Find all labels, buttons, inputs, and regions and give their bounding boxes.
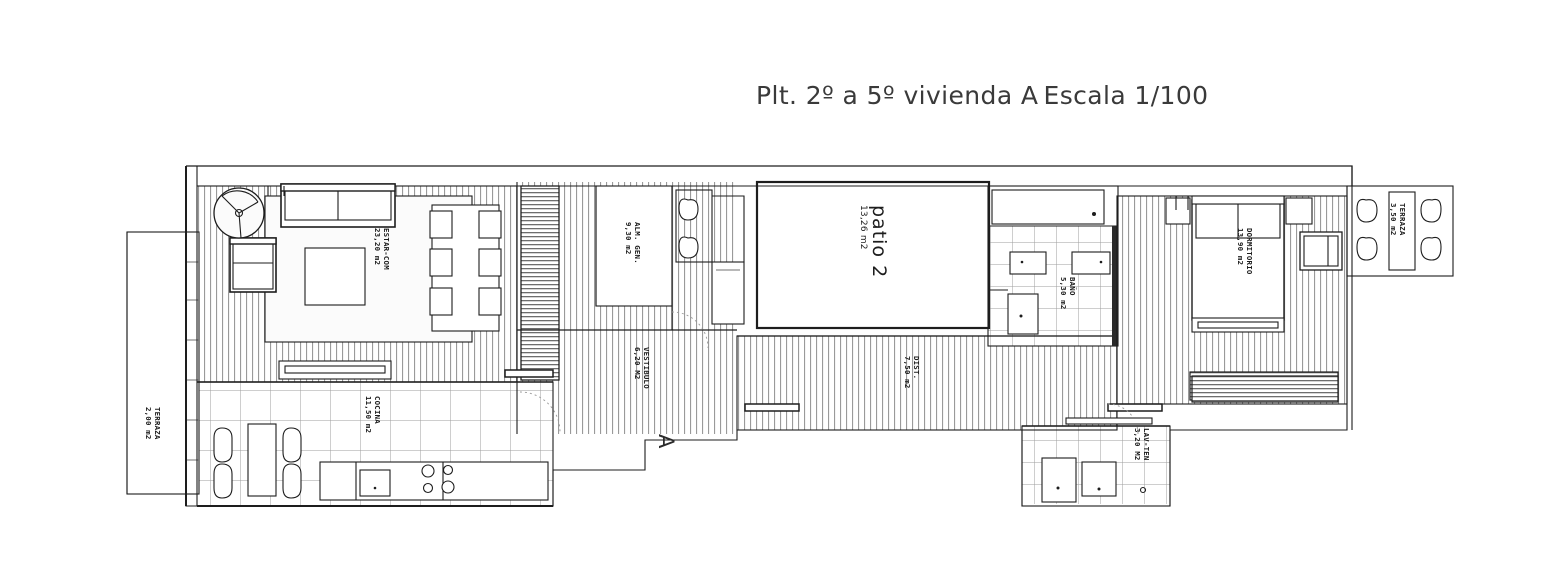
title-block: Plt. 2º a 5º vivienda A Escala 1/100 [756,80,1208,112]
plan-scale: Escala 1/100 [1043,81,1209,110]
section-marker-a: A [654,434,678,449]
plan-title: Plt. 2º a 5º vivienda A [756,81,1039,110]
